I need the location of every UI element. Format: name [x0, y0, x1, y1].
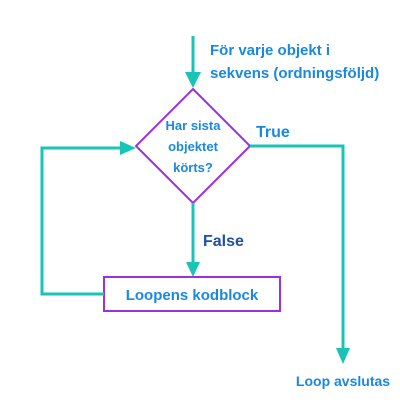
entry-label-line1: För varje objekt i	[210, 42, 330, 59]
entry-arrowhead	[185, 72, 201, 88]
loop-back-line	[40, 146, 122, 296]
false-branch-arrowhead	[186, 262, 200, 277]
loop-body-box	[103, 276, 281, 312]
false-label: False	[203, 233, 244, 250]
loop-back-arrowhead	[120, 141, 136, 155]
decision-text-line3: körts?	[173, 160, 213, 175]
true-branch-line	[250, 144, 345, 352]
exit-label: Loop avslutas	[296, 373, 390, 389]
decision-text-line1: Har sista	[166, 118, 222, 133]
loop-body-label: Loopens kodblock	[126, 287, 259, 304]
true-branch-arrowhead	[336, 348, 350, 364]
decision-text-line2: objektet	[168, 139, 219, 154]
true-label: True	[256, 124, 290, 141]
entry-label-line2: sekvens (ordningsföljd)	[210, 65, 379, 82]
